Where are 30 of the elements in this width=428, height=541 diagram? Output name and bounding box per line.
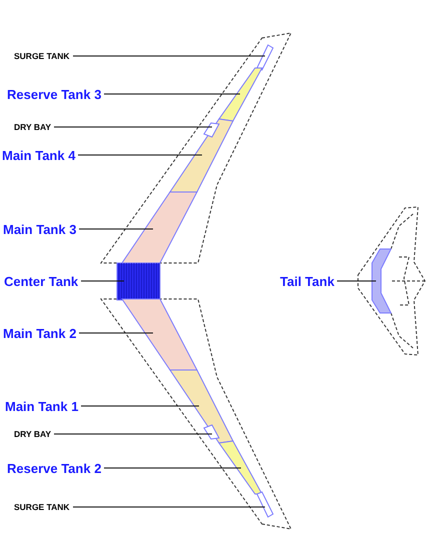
tail-tank xyxy=(372,248,392,314)
center-tank xyxy=(116,262,160,300)
tank-label: Tail Tank xyxy=(280,274,334,288)
leader-line xyxy=(72,506,266,508)
tank-label: Reserve Tank 2 xyxy=(7,462,102,474)
main-tank xyxy=(121,192,198,264)
part-label: SURGE TANK xyxy=(14,52,70,60)
surge-tank xyxy=(256,491,274,518)
main-tank xyxy=(169,370,234,444)
tank-label: Main Tank 4 xyxy=(2,148,76,162)
leader-line xyxy=(78,332,154,334)
dry-bay xyxy=(203,424,220,440)
main-tank xyxy=(169,118,234,192)
leader-line xyxy=(336,280,376,282)
part-label: SURGE TANK xyxy=(14,502,70,511)
leader-line xyxy=(78,154,202,156)
dry-bay xyxy=(203,122,220,138)
reserve-tank xyxy=(218,68,263,122)
tank-label: Reserve Tank 3 xyxy=(7,88,102,100)
reserve-tank xyxy=(218,440,263,494)
main-tank xyxy=(121,298,198,370)
part-label: DRY BAY xyxy=(14,430,52,438)
part-label: DRY BAY xyxy=(14,122,52,131)
tank-label: Main Tank 2 xyxy=(3,326,76,340)
tank-label: Center Tank xyxy=(4,274,78,288)
tank-label: Main Tank 3 xyxy=(3,222,76,236)
tank-label: Main Tank 1 xyxy=(5,400,78,412)
leader-line xyxy=(80,280,124,282)
surge-tank xyxy=(256,44,274,71)
leader-line xyxy=(78,228,154,230)
